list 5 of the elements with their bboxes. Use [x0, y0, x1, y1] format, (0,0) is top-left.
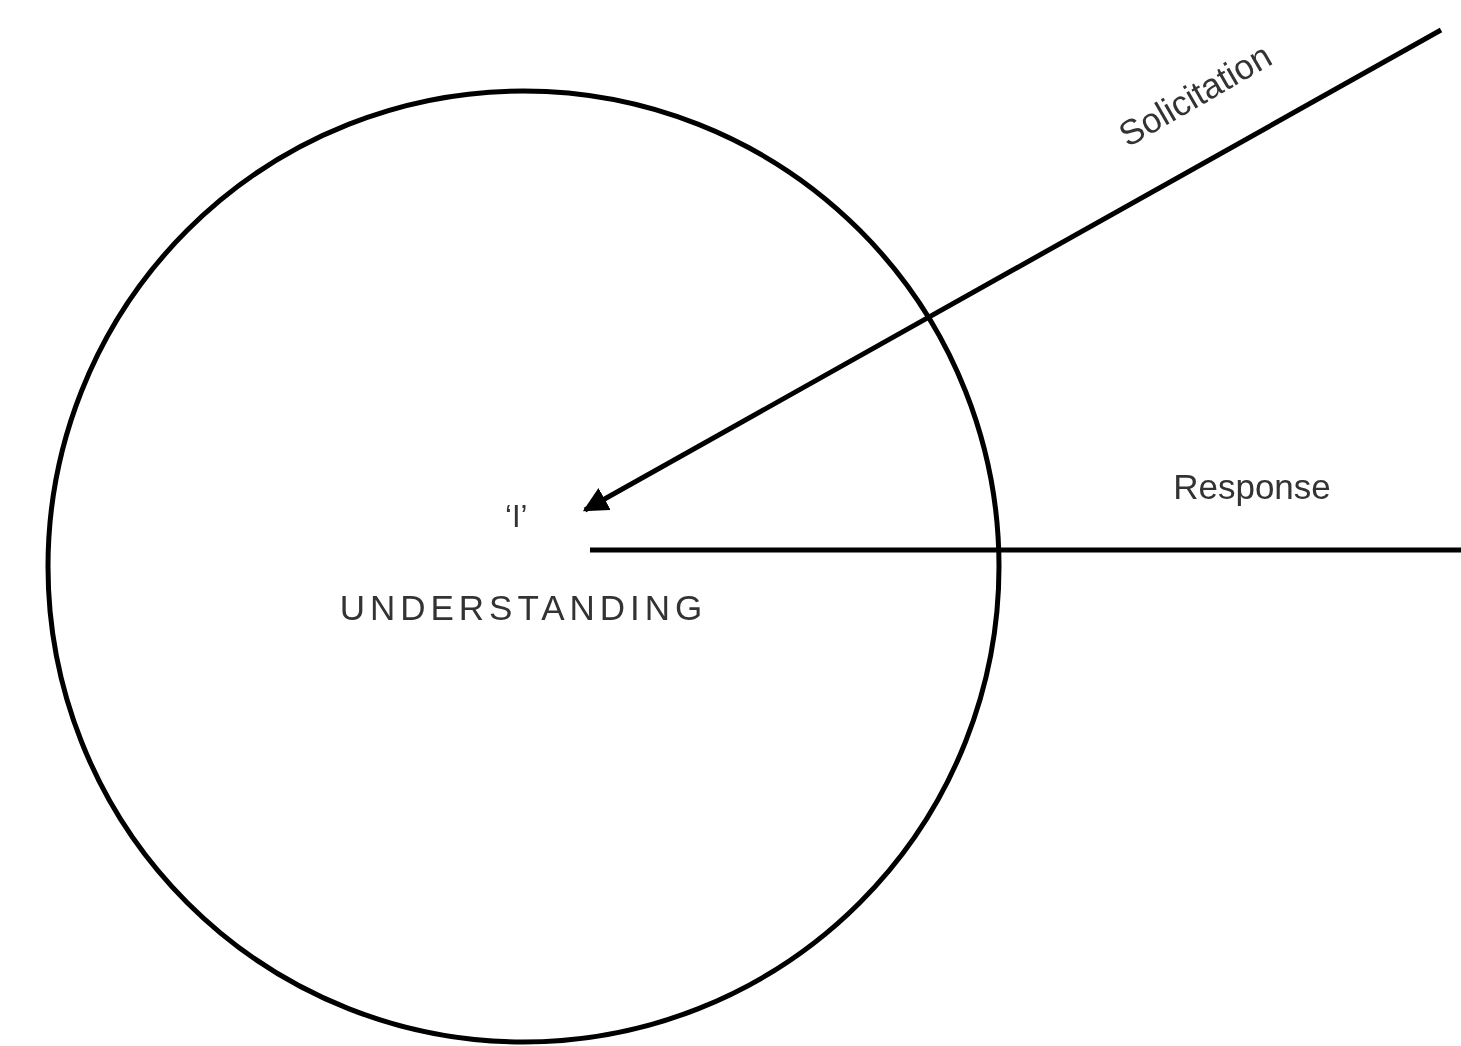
- arrow: [582, 27, 1443, 513]
- line: [590, 547, 1461, 553]
- edge-label: Response: [1173, 467, 1331, 507]
- circle-label: UNDERSTANDING: [338, 588, 709, 628]
- node-label: ‘I’: [505, 499, 528, 535]
